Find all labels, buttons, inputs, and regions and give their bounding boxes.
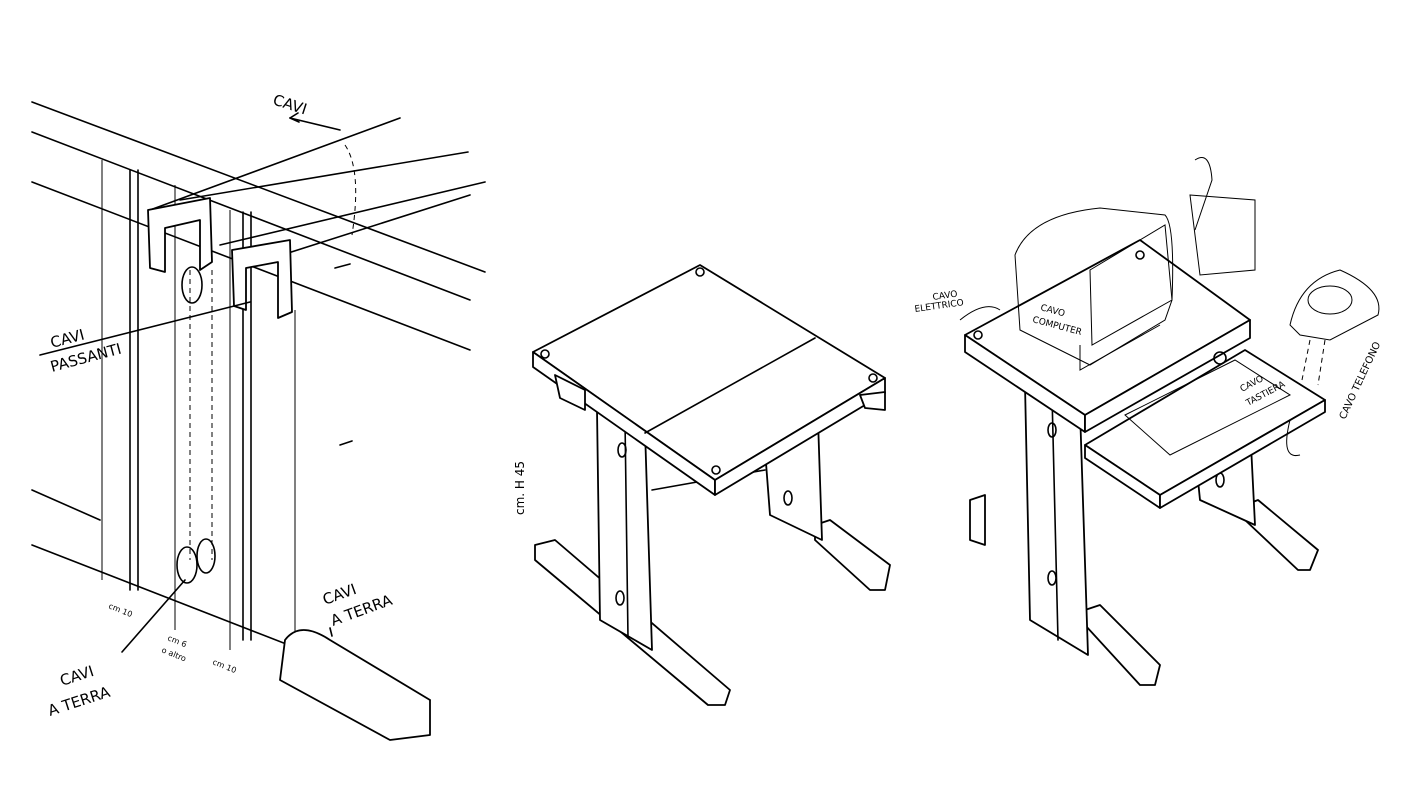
label-cavo-telefono: CAVO TELEFONO bbox=[1338, 340, 1384, 421]
cable-rail-detail bbox=[31, 101, 486, 741]
dimension-cm10-left: cm 10 bbox=[107, 602, 133, 620]
label-cavi-a-terra-left-line2: A TERRA bbox=[46, 683, 113, 720]
label-cavi-top: CAVI bbox=[271, 91, 309, 119]
dimension-cm10-right: cm 10 bbox=[211, 658, 237, 676]
computer-desk-sketch bbox=[959, 157, 1380, 686]
label-cavo-elettrico-line2: ELETTRICO bbox=[914, 298, 964, 315]
label-cavi-passanti-line1: CAVI bbox=[48, 326, 86, 352]
desk-sketch bbox=[532, 264, 891, 706]
label-cavi-a-terra-left-line1: CAVI bbox=[58, 662, 96, 690]
label-desk-height: cm. H 45 bbox=[513, 461, 527, 515]
label-cavo-elettrico-line1: CAVO bbox=[932, 290, 958, 303]
